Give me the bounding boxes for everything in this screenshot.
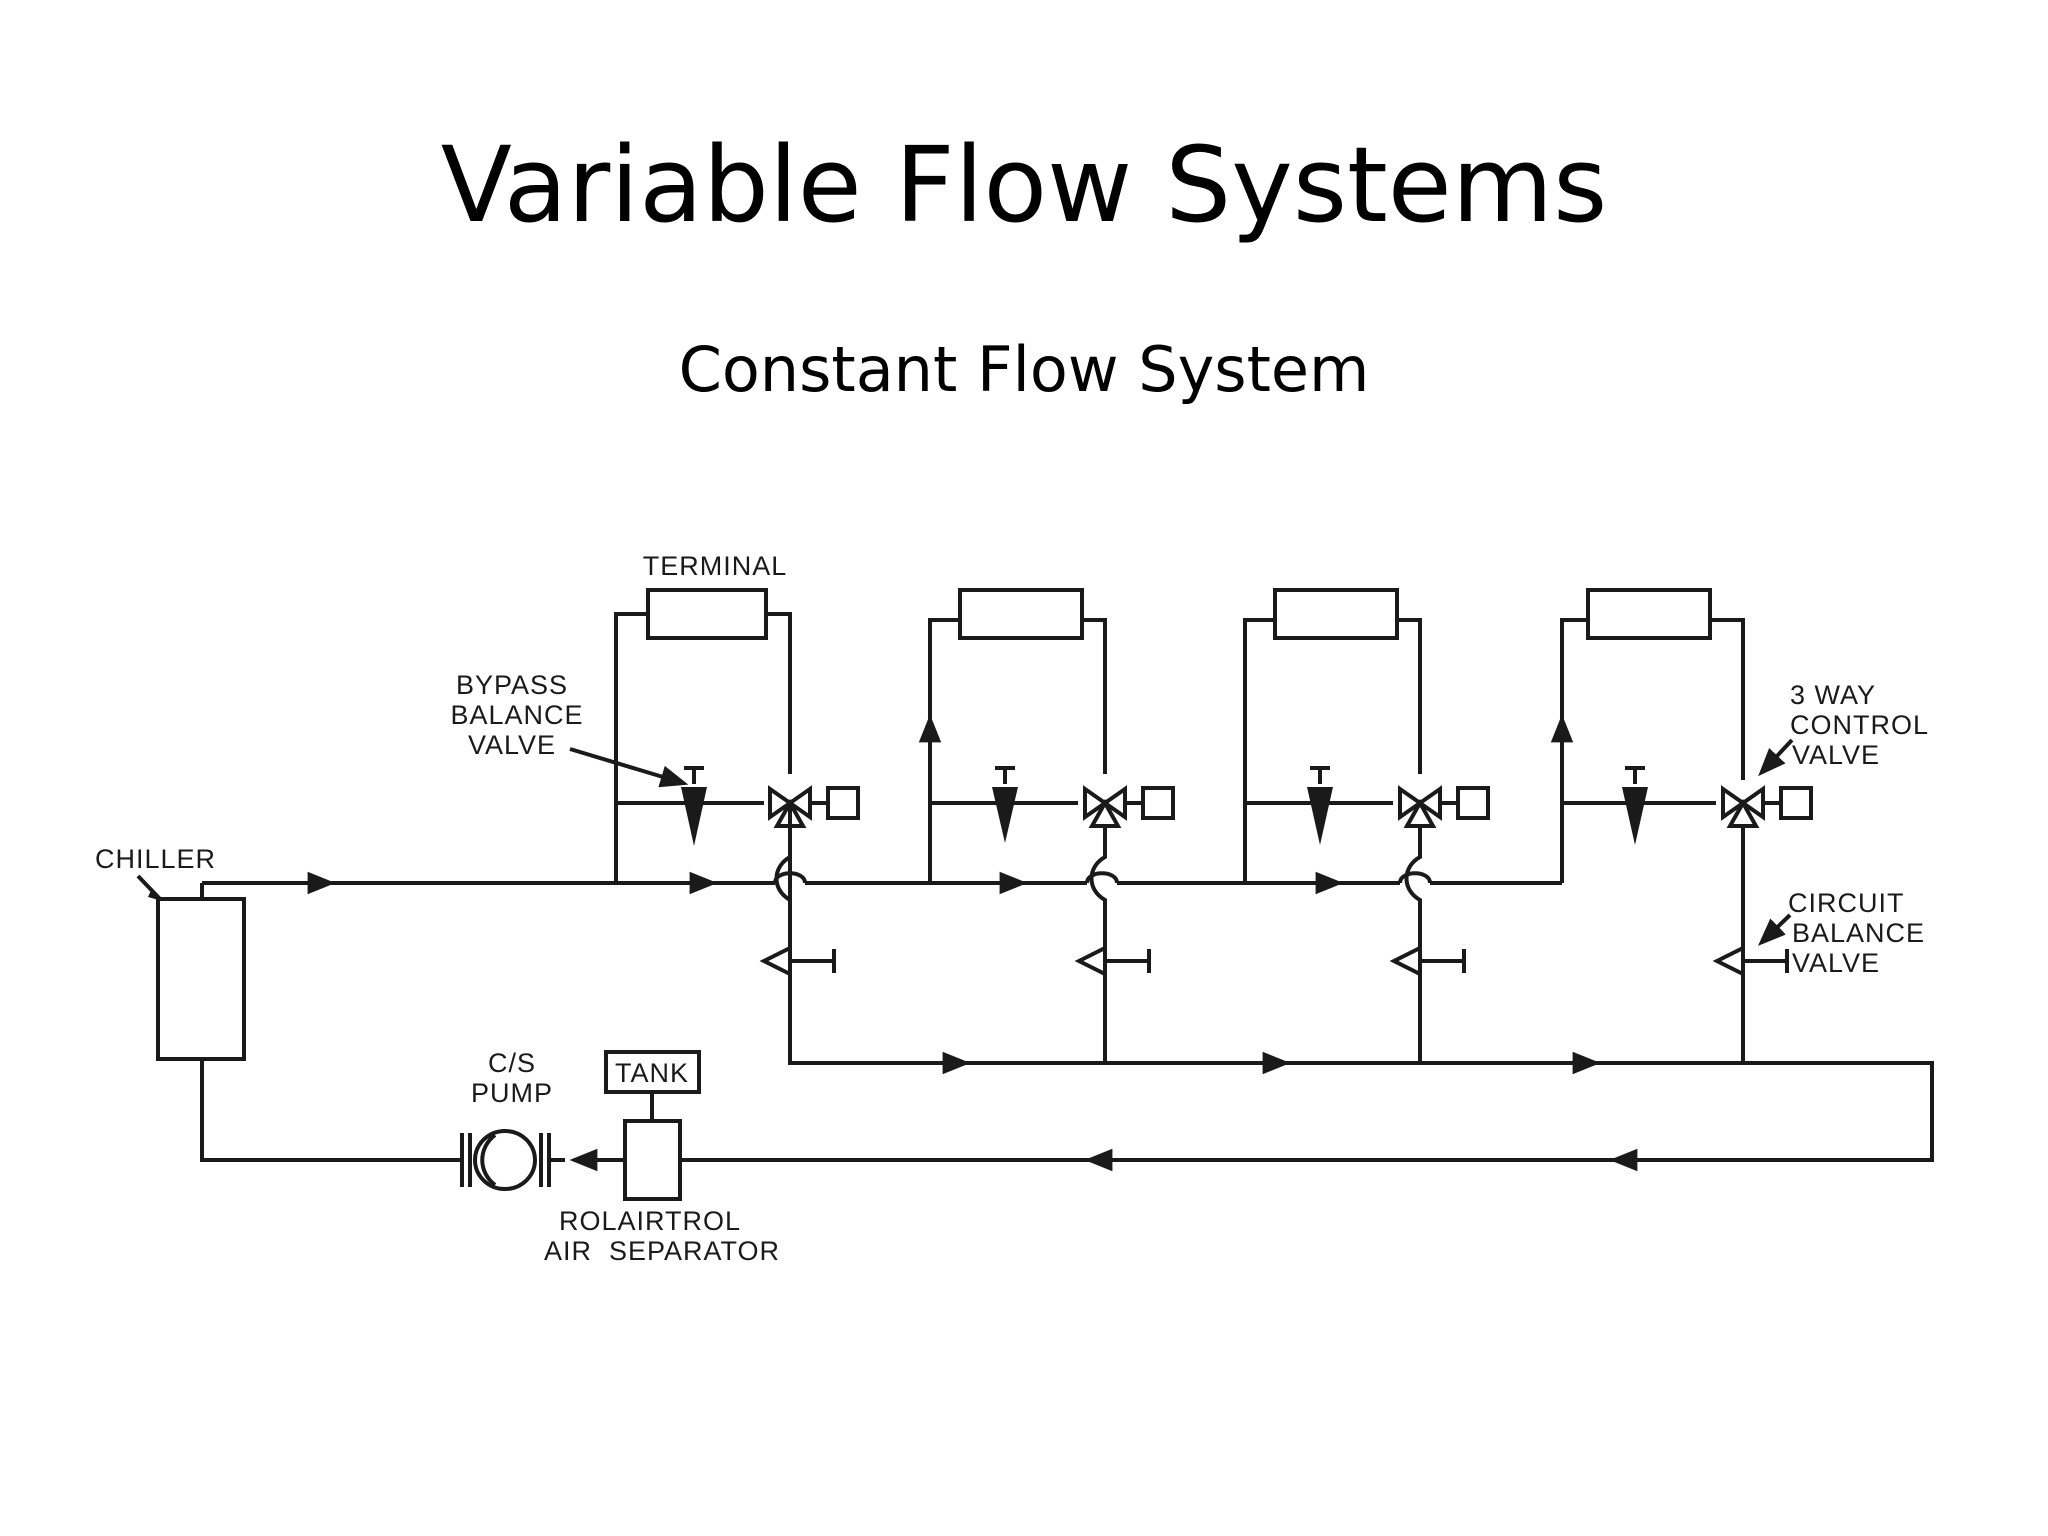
label-pump-2: PUMP bbox=[471, 1078, 553, 1108]
label-separator-2: AIR SEPARATOR bbox=[544, 1236, 780, 1266]
chiller-unit bbox=[156, 897, 246, 1061]
label-tank: TANK bbox=[615, 1058, 689, 1088]
terminal-coil bbox=[1273, 588, 1399, 640]
terminal-branch-4 bbox=[1550, 588, 1813, 1063]
label-bypass-2: BALANCE bbox=[450, 700, 583, 730]
expansion-tank bbox=[604, 1050, 701, 1094]
terminal-branch-2 bbox=[918, 588, 1175, 1063]
label-bypass-3: VALVE bbox=[468, 730, 556, 760]
circulating-pump bbox=[460, 1129, 565, 1191]
label-chiller: CHILLER bbox=[95, 844, 216, 874]
label-three-way-2: CONTROL bbox=[1790, 710, 1929, 740]
bypass-leader bbox=[569, 747, 689, 788]
label-circuit-1: CIRCUIT bbox=[1788, 888, 1905, 918]
label-separator-1: ROLAIRTROL bbox=[559, 1206, 741, 1236]
slide-title: Variable Flow Systems bbox=[440, 124, 1608, 246]
label-pump-1: C/S bbox=[488, 1048, 536, 1078]
terminal-coil bbox=[1586, 588, 1712, 640]
label-bypass-1: BYPASS bbox=[456, 670, 568, 700]
three-way-leader bbox=[1758, 738, 1794, 777]
label-circuit-3: VALVE bbox=[1792, 948, 1880, 978]
air-separator bbox=[623, 1119, 682, 1201]
label-three-way-1: 3 WAY bbox=[1790, 680, 1876, 710]
label-terminal: TERMINAL bbox=[643, 551, 788, 581]
label-three-way-3: VALVE bbox=[1792, 740, 1880, 770]
terminal-coil bbox=[958, 588, 1084, 640]
terminal-branch-1 bbox=[614, 588, 860, 1063]
terminal-coil bbox=[646, 588, 768, 640]
circuit-leader bbox=[1757, 913, 1792, 946]
slide-subtitle: Constant Flow System bbox=[678, 333, 1370, 406]
terminal-branch-3 bbox=[1243, 588, 1490, 1063]
label-circuit-2: BALANCE bbox=[1792, 918, 1925, 948]
